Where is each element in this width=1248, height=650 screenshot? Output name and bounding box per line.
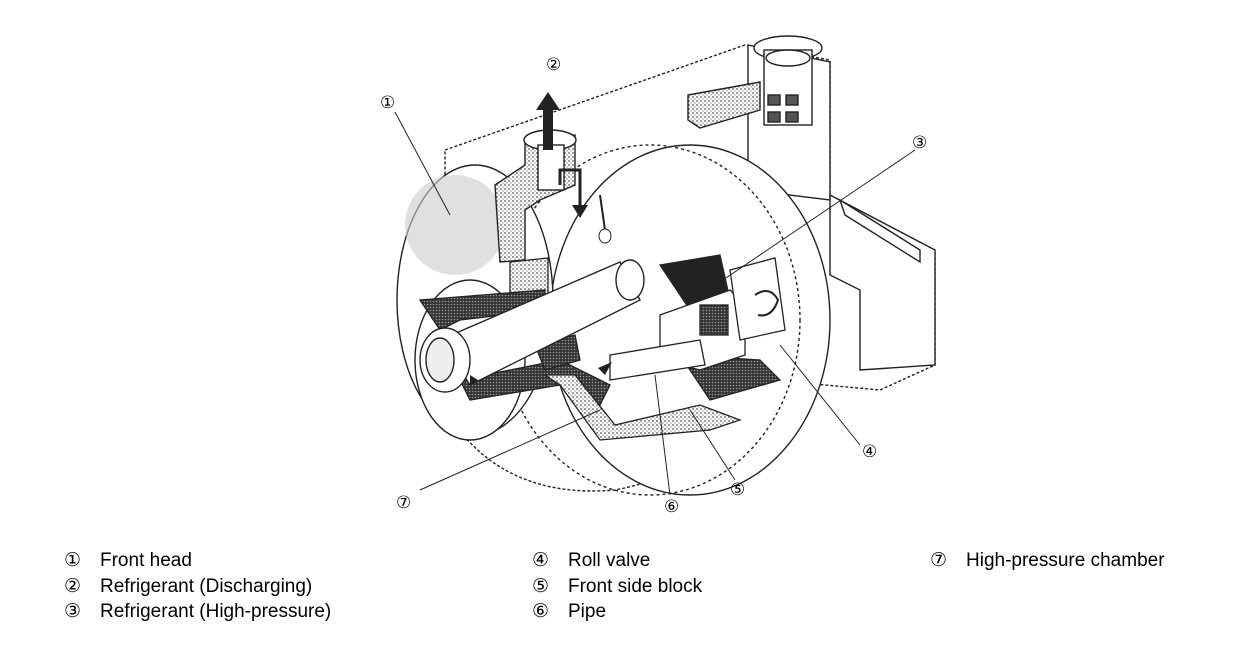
flow-arrows xyxy=(470,92,612,385)
legend-number: ① xyxy=(64,549,82,571)
top-fitting xyxy=(687,35,831,201)
legend-item-roll-valve: ④ Roll valve xyxy=(532,548,702,574)
callout-5: ⑤ xyxy=(730,480,745,500)
legend-number: ③ xyxy=(64,600,82,622)
legend-label: Front head xyxy=(100,550,192,571)
legend-item-high-pressure-chamber: ⑦ High-pressure chamber xyxy=(930,548,1165,574)
legend-label: Refrigerant (Discharging) xyxy=(100,575,313,597)
legend-number: ⑦ xyxy=(930,549,948,571)
side-box xyxy=(829,193,936,371)
legend-number: ⑤ xyxy=(532,574,550,597)
legend-label: High-pressure chamber xyxy=(966,550,1165,571)
shaft xyxy=(419,259,645,393)
callout-1: ① xyxy=(380,93,395,113)
legend-column-2: ④ Roll valve ⑤ Front side block ⑥ Pipe xyxy=(532,548,702,625)
leader-lines xyxy=(394,111,916,496)
legend-column-1: ① Front head ② Refrigerant (Discharging) ③… xyxy=(64,548,331,625)
legend-number: ④ xyxy=(532,549,550,571)
legend-item-front-head: ① Front head xyxy=(64,548,331,574)
valve-assembly xyxy=(609,257,786,381)
legend-number: ⑥ xyxy=(532,600,550,622)
legend-column-3: ⑦ High-pressure chamber xyxy=(930,548,1165,574)
callout-numbers: ① ② ③ ④ ⑤ ⑥ ⑦ xyxy=(380,55,927,517)
legend-label: Front side block xyxy=(568,575,703,597)
callout-3: ③ xyxy=(912,133,927,153)
legend-number: ② xyxy=(64,574,82,597)
callout-2: ② xyxy=(546,55,561,75)
legend-label: Pipe xyxy=(568,601,607,622)
callout-6: ⑥ xyxy=(664,497,679,517)
legend-item-pipe: ⑥ Pipe xyxy=(532,599,702,625)
legend-label: Refrigerant (High-pressure) xyxy=(100,601,332,622)
legend-label: Roll valve xyxy=(568,550,651,571)
callout-7: ⑦ xyxy=(396,493,411,513)
legend-item-refrigerant-discharging: ② Refrigerant (Discharging) xyxy=(64,574,331,600)
legend-item-front-side-block: ⑤ Front side block xyxy=(532,574,702,600)
callout-4: ④ xyxy=(862,442,877,462)
legend-item-refrigerant-high-pressure: ③ Refrigerant (High-pressure) xyxy=(64,599,331,625)
